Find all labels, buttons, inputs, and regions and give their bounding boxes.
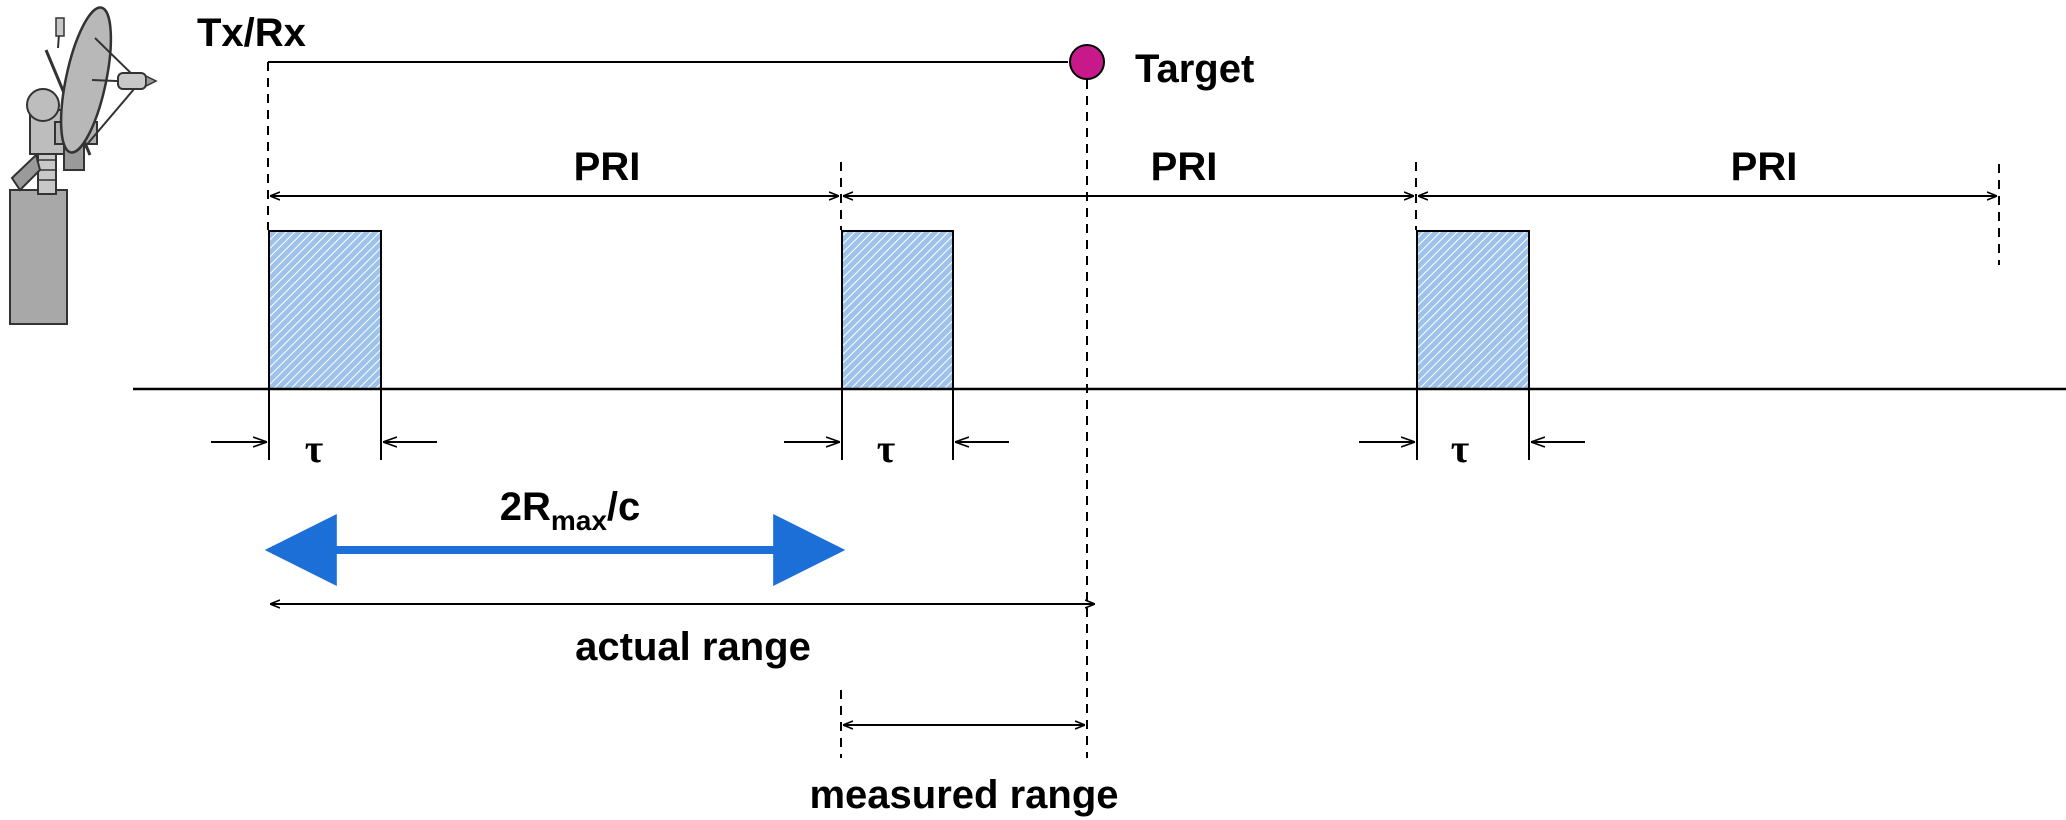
measured-range-label: measured range: [809, 773, 1118, 817]
pulse-2: [841, 230, 954, 390]
pri-label-2: PRI: [1151, 145, 1218, 189]
target-label: Target: [1135, 47, 1254, 91]
pri-label-3: PRI: [1731, 145, 1798, 189]
tau-label-1: τ: [305, 426, 323, 471]
tau-label-2: τ: [877, 426, 895, 471]
tau-marker-1: [211, 389, 437, 460]
tau-marker-3: [1359, 389, 1585, 460]
tau-marker-2: [784, 389, 1009, 460]
actual-range-label: actual range: [575, 625, 811, 669]
pulse-3: [1416, 230, 1530, 390]
pri-label-1: PRI: [574, 145, 641, 189]
radar-antenna-icon: [9, 6, 158, 325]
rmax-label: 2Rmax/c: [500, 485, 641, 536]
txrx-label: Tx/Rx: [197, 11, 306, 55]
tau-label-3: τ: [1451, 426, 1469, 471]
target-dot-icon: [1069, 44, 1105, 80]
pulse-1: [268, 230, 382, 390]
